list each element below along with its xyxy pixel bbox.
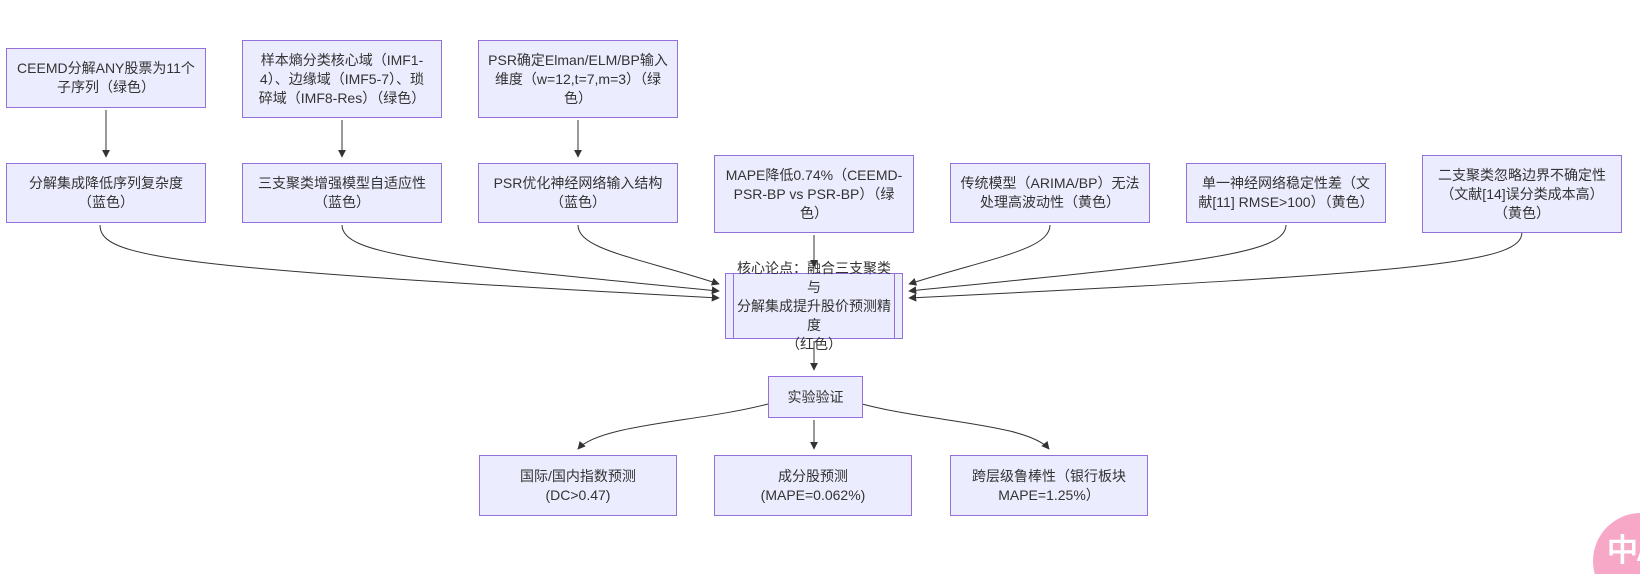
node-index-prediction: 国际/国内指数预测 (DC>0.47): [479, 455, 677, 516]
edge-e-k: [341, 224, 720, 295]
node-constituent-stock-prediction: 成分股预测 (MAPE=0.062%): [714, 455, 912, 516]
edge-j-k: [908, 231, 1523, 302]
translate-icon: 中A: [1607, 533, 1640, 568]
node-label: 传统模型（ARIMA/BP）无法 处理高波动性（黄色）: [960, 175, 1140, 210]
node-label: 成分股预测 (MAPE=0.062%): [760, 467, 866, 503]
node-label: 国际/国内指数预测 (DC>0.47): [520, 467, 636, 503]
node-label: 实验验证: [787, 388, 844, 405]
node-label: 二支聚类忽略边界不确定性 （文献[14]误分类成本高） （黄色）: [1438, 166, 1606, 221]
node-mape-reduction: MAPE降低0.74%（CEEMD- PSR-BP vs PSR-BP）（绿 色…: [714, 155, 914, 233]
node-label: PSR确定Elman/ELM/BP输入 维度（w=12,t=7,m=3）（绿 色…: [488, 51, 668, 106]
edge-l-o: [861, 403, 1050, 450]
edge-d-k: [99, 224, 720, 302]
node-label: 核心论点：融合三支聚类与 分解集成提升股价预测精度 （红色）: [737, 259, 891, 352]
node-sample-entropy-classification: 样本熵分类核心域（IMF1- 4）、边缘域（IMF5-7）、琐 碎域（IMF8-…: [242, 40, 442, 118]
translate-button[interactable]: 中A: [1593, 513, 1640, 574]
node-label: 跨层级鲁棒性（银行板块 MAPE=1.25%）: [972, 467, 1126, 503]
node-label: MAPE降低0.74%（CEEMD- PSR-BP vs PSR-BP）（绿 色…: [725, 166, 903, 221]
node-single-nn-instability: 单一神经网络稳定性差（文 献[11] RMSE>100）（黄色）: [1186, 163, 1386, 223]
node-label: 样本熵分类核心域（IMF1- 4）、边缘域（IMF5-7）、琐 碎域（IMF8-…: [258, 51, 426, 106]
edge-l-m: [577, 403, 769, 450]
node-label: PSR优化神经网络输入结构 （蓝色）: [493, 175, 663, 210]
node-experimental-validation: 实验验证: [768, 376, 863, 418]
node-decomposition-complexity: 分解集成降低序列复杂度 （蓝色）: [6, 163, 206, 223]
node-label: 单一神经网络稳定性差（文 献[11] RMSE>100）（黄色）: [1198, 175, 1374, 210]
node-label: 分解集成降低序列复杂度 （蓝色）: [29, 175, 183, 210]
node-label: 三支聚类增强模型自适应性 （蓝色）: [258, 175, 426, 210]
node-psr-input-dimension: PSR确定Elman/ELM/BP输入 维度（w=12,t=7,m=3）（绿 色…: [478, 40, 678, 118]
node-psr-input-structure: PSR优化神经网络输入结构 （蓝色）: [478, 163, 678, 223]
node-two-way-clustering-limitation: 二支聚类忽略边界不确定性 （文献[14]误分类成本高） （黄色）: [1422, 155, 1622, 233]
node-label: CEEMD分解ANY股票为11个 子序列（绿色）: [17, 60, 195, 95]
node-ceemd-decomposition: CEEMD分解ANY股票为11个 子序列（绿色）: [6, 48, 206, 108]
edge-i-k: [908, 224, 1287, 295]
edge-f-k: [577, 224, 720, 286]
edge-h-k: [908, 224, 1051, 286]
node-cross-level-robustness: 跨层级鲁棒性（银行板块 MAPE=1.25%）: [950, 455, 1148, 516]
node-traditional-model-limitation: 传统模型（ARIMA/BP）无法 处理高波动性（黄色）: [950, 163, 1150, 223]
node-three-way-clustering-adaptivity: 三支聚类增强模型自适应性 （蓝色）: [242, 163, 442, 223]
node-core-thesis: 核心论点：融合三支聚类与 分解集成提升股价预测精度 （红色）: [725, 260, 903, 352]
